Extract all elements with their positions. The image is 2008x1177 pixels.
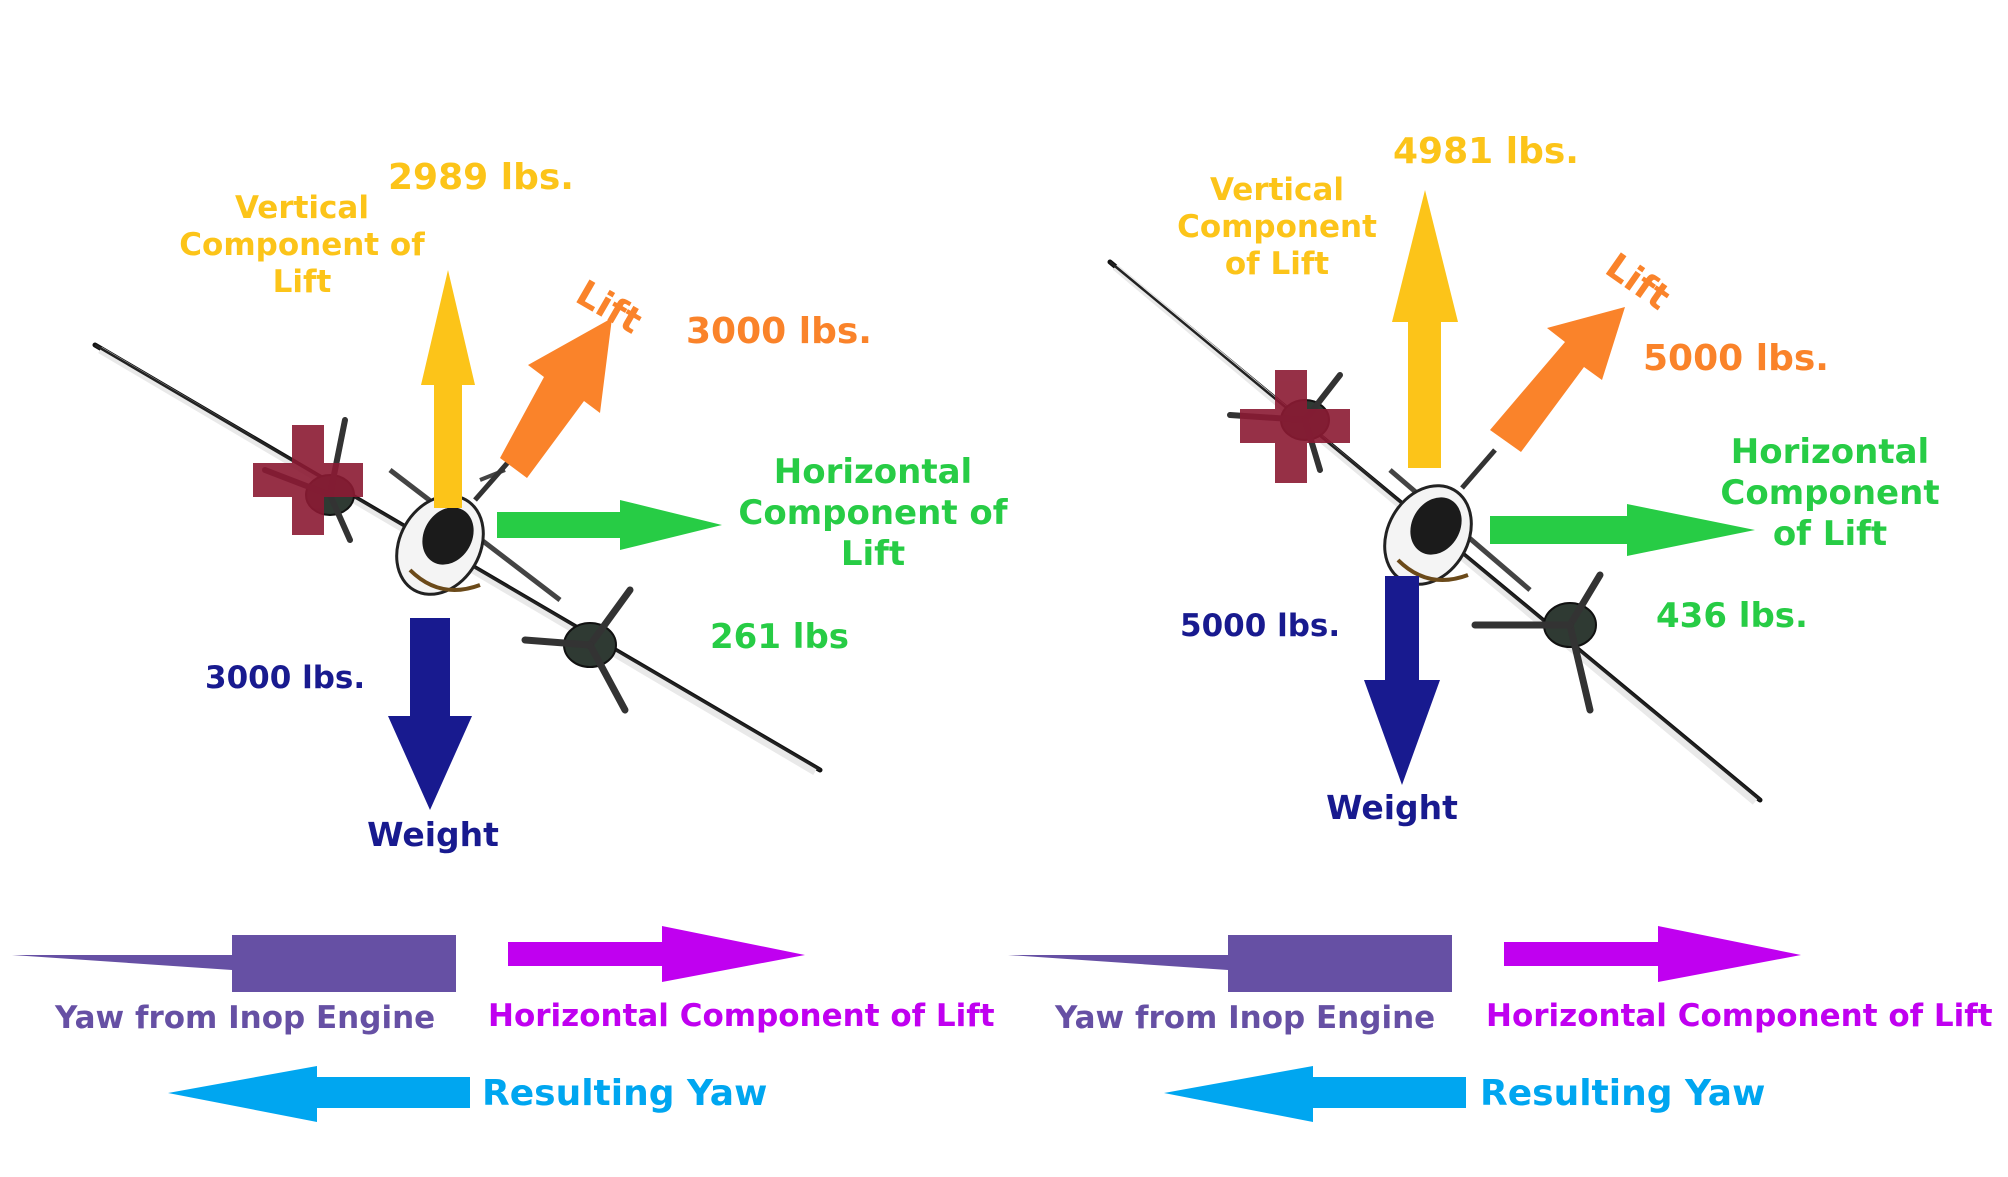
inop-engine-cross-right-icon — [1240, 370, 1350, 483]
vertical-component-value-left: 2989 lbs. — [388, 157, 574, 198]
vertical-component-label-left: Vertical Component of Lift — [179, 190, 425, 301]
horizontal-lift-bottom-label-right: Horizontal Component of Lift — [1486, 998, 1993, 1034]
vertical-component-arrow-right — [1392, 190, 1458, 468]
horizontal-lift-arrow-right — [1504, 926, 1801, 982]
horizontal-lift-arrow-left — [508, 926, 805, 982]
resulting-yaw-arrow-left — [168, 1066, 470, 1122]
weight-value-left: 3000 lbs. — [205, 660, 366, 696]
lift-arrow-left — [500, 318, 612, 478]
horizontal-component-arrow-left — [497, 500, 722, 550]
weight-value-right: 5000 lbs. — [1180, 608, 1341, 644]
lift-arrow-right — [1490, 307, 1625, 452]
weight-label-left: Weight — [367, 815, 499, 854]
horizontal-component-label-left: Horizontal Component of Lift — [738, 452, 1008, 574]
airplane-right — [1107, 259, 1763, 805]
inop-engine-cross-left-icon — [253, 425, 363, 535]
vertical-component-label-right: Vertical Component of Lift — [1177, 172, 1377, 283]
weight-arrow-right — [1364, 576, 1440, 785]
horizontal-component-value-left: 261 lbs — [710, 617, 850, 657]
horizontal-component-value-right: 436 lbs. — [1656, 596, 1808, 636]
weight-label-right: Weight — [1326, 788, 1458, 827]
yaw-inop-arrow-left — [12, 935, 456, 992]
weight-arrow-left — [388, 618, 472, 810]
yaw-inop-arrow-right — [1008, 935, 1452, 992]
yaw-inop-label-left: Yaw from Inop Engine — [55, 1000, 436, 1036]
yaw-inop-label-right: Yaw from Inop Engine — [1055, 1000, 1436, 1036]
lift-value-right: 5000 lbs. — [1643, 338, 1829, 379]
resulting-yaw-label-left: Resulting Yaw — [482, 1073, 768, 1114]
horizontal-lift-bottom-label-left: Horizontal Component of Lift — [488, 998, 995, 1034]
resulting-yaw-label-right: Resulting Yaw — [1480, 1073, 1766, 1114]
resulting-yaw-arrow-right — [1164, 1066, 1466, 1122]
vertical-component-value-right: 4981 lbs. — [1393, 131, 1579, 172]
lift-value-left: 3000 lbs. — [686, 311, 872, 352]
airplane-left — [92, 342, 823, 776]
horizontal-component-label-right: Horizontal Component of Lift — [1720, 432, 1940, 554]
vertical-component-arrow-left — [421, 270, 475, 508]
horizontal-component-arrow-right — [1490, 504, 1755, 556]
